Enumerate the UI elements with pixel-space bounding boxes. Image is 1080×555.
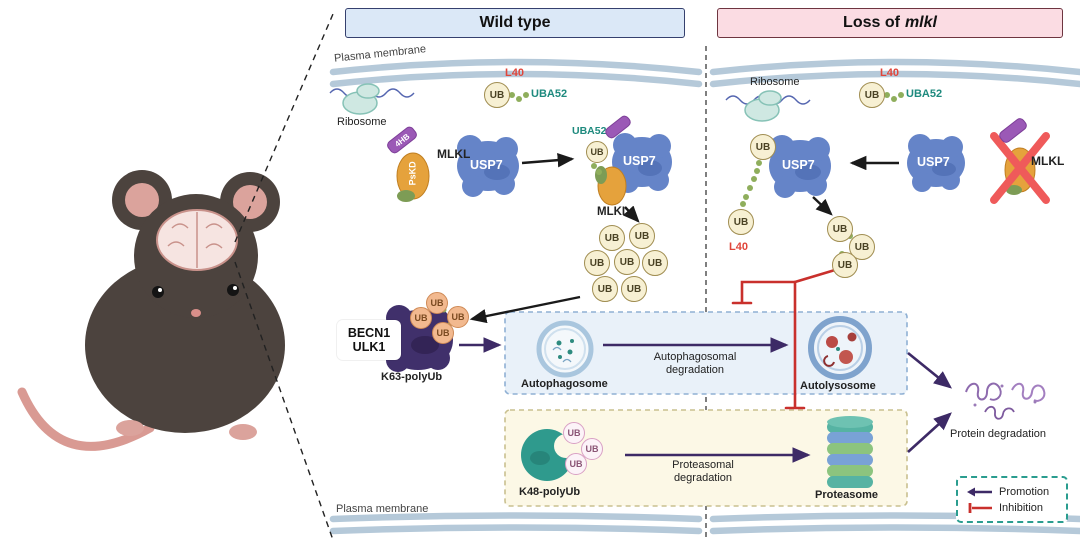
ub-circle: UB [832, 252, 858, 278]
ub-circle-k63: UB [432, 322, 454, 344]
label-becn1: BECN1 [347, 326, 391, 340]
plasma-membrane-top [329, 58, 1080, 88]
label-usp7-complex: USP7 [623, 154, 656, 168]
becn1-ulk1-label-box: BECN1 ULK1 [337, 320, 401, 360]
label-usp7-wt: USP7 [470, 158, 503, 172]
label-autolysosome: Autolysosome [800, 380, 876, 392]
mouse-ear [125, 183, 159, 217]
label-autophagosomal-degradation: Autophagosomal degradation [653, 351, 737, 377]
label-mlkl-complex: MLKL [597, 206, 629, 218]
wild-type-header: Wild type [345, 8, 685, 38]
mouse-tail [17, 387, 155, 451]
label-mlkl-loss: MLKL [1031, 154, 1065, 168]
ub-circle: UB [859, 82, 885, 108]
label-ulk1: ULK1 [352, 340, 386, 354]
ub-circle: UB [621, 276, 647, 302]
label-uba52-loss: UBA52 [906, 88, 943, 100]
ribosome-loss [725, 90, 811, 122]
inhibition-arrow-icon [968, 502, 992, 513]
label-k63-polyub: K63-polyUb [381, 371, 443, 383]
mouse-illustration [17, 170, 285, 451]
ribosome-wt [329, 83, 415, 115]
plasma-membrane-bottom [329, 512, 1080, 535]
mlkl-protein-wt [396, 152, 430, 202]
ub-circle: UB [827, 216, 853, 242]
autophagosome-vesicle [536, 320, 594, 378]
label-proteasomal-degradation: Proteasomal degradation [672, 459, 734, 485]
ub-circle: UB [584, 250, 610, 276]
ub-circle-k48: UB [563, 422, 585, 444]
ub-circle: UB [614, 249, 640, 275]
usp7-blob-wt [457, 135, 519, 197]
usp7-mlkl-complex [595, 133, 672, 206]
usp7-blob-loss-left [769, 135, 831, 198]
k48-substrate-blob [521, 429, 578, 481]
label-proteasome: Proteasome [815, 489, 878, 501]
ubiquitin-linker-beads [425, 92, 904, 328]
label-mlkl-wt: MLKL [437, 147, 471, 161]
promotion-arrow-icon [967, 487, 992, 496]
label-ribosome-loss: Ribosome [750, 76, 800, 88]
label-ribosome-wt: Ribosome [337, 116, 387, 128]
loss-title-gene: mlkl [904, 14, 937, 31]
label-usp7-loss-right: USP7 [917, 155, 950, 169]
legend-inhibition-row: Inhibition [965, 502, 1059, 514]
label-l40-loss: L40 [880, 67, 899, 79]
loss-of-mlkl-header: Loss of mlkl [717, 8, 1063, 38]
label-autophagosome: Autophagosome [521, 378, 608, 390]
degraded-protein-squiggles [965, 382, 1046, 420]
ub-circle: UB [484, 82, 510, 108]
proteasome-barrel [827, 416, 873, 488]
label-plasma-membrane-bottom: Plasma membrane [336, 503, 429, 515]
zoom-connector-lines [234, 13, 334, 541]
wild-type-title: Wild type [479, 14, 551, 31]
ub-circle: UB [642, 250, 668, 276]
ub-circle-k48: UB [565, 453, 587, 475]
ub-circle-k63: UB [426, 292, 448, 314]
black-arrows [469, 152, 899, 324]
label-usp7-loss-left: USP7 [782, 158, 815, 172]
proteasome-pathway-box [504, 409, 908, 507]
ub-circle: UB [599, 225, 625, 251]
legend-box: Promotion Inhibition [956, 476, 1068, 523]
autolysosome-vesicle [808, 316, 872, 380]
label-l40-wt: L40 [505, 67, 524, 79]
label-l40-loss-released: L40 [729, 241, 748, 253]
label-k48-polyub: K48-polyUb [519, 486, 581, 498]
label-uba52-complex: UBA52 [572, 125, 607, 137]
ub-circle-k48: UB [581, 438, 603, 460]
ub-circle-k63: UB [410, 307, 432, 329]
ub-circle: UB [728, 209, 754, 235]
promotion-arrows [459, 337, 953, 463]
label-uba52-wt: UBA52 [531, 88, 568, 100]
mlkl-knockout-cross-icon [990, 132, 1050, 204]
label-pskd-domain: PsKD [407, 161, 418, 186]
autophagy-pathway-box [504, 311, 908, 395]
ub-circle-k63: UB [447, 306, 469, 328]
label-protein-degradation: Protein degradation [950, 428, 1047, 440]
usp7-blob-loss-right [907, 134, 965, 192]
ub-circle: UB [750, 134, 776, 160]
legend-promotion-label: Promotion [999, 485, 1050, 498]
ub-circle: UB [586, 141, 608, 163]
ub-circle: UB [592, 276, 618, 302]
mouse-ear [233, 185, 267, 219]
loss-title-prefix: Loss of [843, 14, 900, 31]
legend-inhibition-label: Inhibition [999, 501, 1044, 514]
legend-promotion-row: Promotion [965, 486, 1059, 498]
ub-circle: UB [629, 223, 655, 249]
inhibition-lines [731, 268, 837, 410]
